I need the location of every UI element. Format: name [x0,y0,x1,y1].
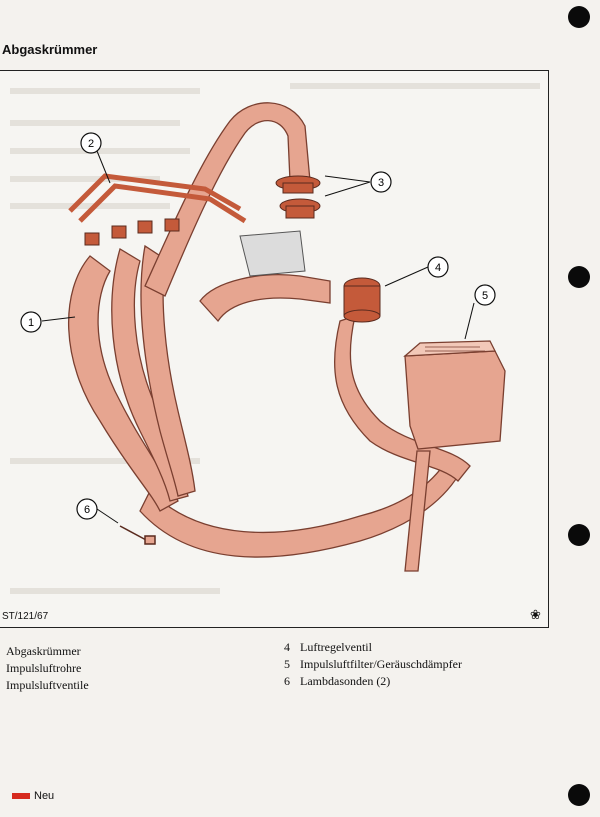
impulse-air-pipes [68,173,247,224]
legend-item: Abgaskrümmer [6,644,81,658]
flower-icon: ❀ [530,607,541,622]
callout-2-circle [80,132,102,154]
diagram-svg: 1 2 3 4 5 6 [10,83,540,594]
background-ghost-text [10,83,540,594]
legend-item: 6 Lambdasonden (2) [284,673,462,690]
air-control-valve [343,277,381,323]
valve-bracket [239,230,306,277]
exhaust-manifold-diagram: 1 2 3 4 5 6 [0,70,549,628]
legend-number: 4 [284,640,290,654]
callout-3-circle [370,171,392,193]
callout-2: 2 [88,138,94,150]
binder-hole [568,6,590,28]
legend-item: 4 Luftregelventil [284,639,462,656]
binder-hole [568,524,590,546]
binder-hole [568,784,590,806]
legend-number: 5 [284,657,290,671]
legend-item: Impulsluftventile [6,678,89,692]
callout-4: 4 [435,262,441,274]
lambda-sensor [119,525,156,545]
callout-6-circle [76,498,98,520]
callout-4-circle [427,256,449,278]
new-swatch [12,793,30,799]
binder-hole [568,266,590,288]
callout-5: 5 [482,290,488,302]
callout-6: 6 [84,504,90,516]
callout-1-circle [20,311,42,333]
callout-leaders [41,150,475,524]
new-marker: Neu [12,790,54,802]
callout-markers: 1 2 3 4 5 6 [20,132,496,520]
legend-item: Impulsluftrohre [6,661,82,675]
legend-label: Luftregelventil [300,640,372,654]
callout-5-circle [474,284,496,306]
legend-item: 5 Impulsluftfilter/Geräuschdämpfer [284,656,462,673]
page-title: Abgaskrümmer [2,42,98,57]
legend-label: Impulsluftfilter/Geräuschdämpfer [300,657,462,671]
pipe-fittings [84,218,180,246]
new-label: Neu [34,790,55,802]
legend-label: Lambdasonden (2) [300,674,391,688]
figure-id: ST/121/67 [2,611,49,622]
filter-lid-ribs [425,346,485,352]
legend-left: Abgaskrümmer Impulsluftrohre Impulsluftv… [6,643,89,694]
manifold-pipes [68,102,506,572]
legend-right: 4 Luftregelventil 5 Impulsluftfilter/Ger… [284,639,462,690]
impulse-air-valves [275,175,321,219]
callout-3: 3 [378,177,384,189]
legend-number: 6 [284,674,290,688]
callout-1: 1 [28,317,34,329]
